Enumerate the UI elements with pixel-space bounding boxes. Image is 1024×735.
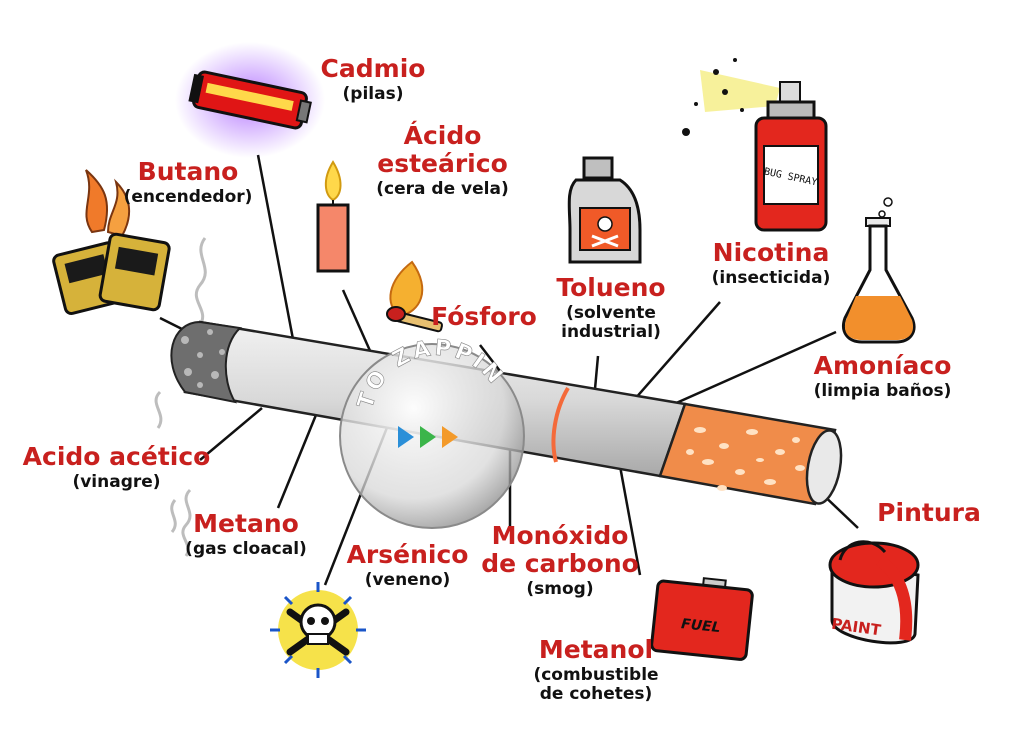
label-nicotina-name: Nicotina <box>712 238 830 267</box>
fuel-can-icon: FUEL <box>650 577 754 661</box>
label-acido-acetico-desc: (vinagre) <box>72 472 161 492</box>
play-arrow-orange <box>442 426 458 448</box>
paint-can-icon: PAINT <box>828 540 920 645</box>
label-nicotina-desc: (insecticida) <box>711 268 831 288</box>
label-cadmio-name: Cadmio <box>320 54 426 83</box>
label-arsenico: Arsénico (veneno) <box>340 541 475 590</box>
label-arsenico-name: Arsénico <box>346 540 469 569</box>
label-metano-name: Metano <box>193 509 299 538</box>
label-acido-estearico-name: Ácido esteárico <box>377 121 508 178</box>
label-cadmio-desc: (pilas) <box>342 84 404 104</box>
label-amoniaco: Amoníaco (limpia baños) <box>800 352 965 401</box>
label-acido-acetico: Acido acético (vinagre) <box>14 443 219 492</box>
label-tolueno-desc: (solvente industrial) <box>561 303 661 343</box>
label-monoxido-desc: (smog) <box>526 579 594 599</box>
lighters-icon <box>52 169 171 315</box>
label-metano: Metano (gas cloacal) <box>176 510 316 559</box>
flask-icon <box>842 197 916 344</box>
label-pintura-name: Pintura <box>877 498 981 527</box>
play-arrow-blue <box>398 426 414 448</box>
filter-speckles <box>686 427 805 491</box>
battery-icon <box>175 42 325 158</box>
label-nicotina: Nicotina (insecticida) <box>696 239 846 288</box>
label-metanol-name: Metanol <box>538 635 654 664</box>
match-icon <box>386 260 443 333</box>
label-metanol-desc: (combustible de cohetes) <box>533 665 659 705</box>
label-acido-acetico-name: Acido acético <box>22 442 211 471</box>
label-butano-name: Butano <box>137 157 239 186</box>
label-amoniaco-desc: (limpia baños) <box>813 381 952 401</box>
label-amoniaco-name: Amoníaco <box>813 351 952 380</box>
label-pintura: Pintura <box>872 499 986 527</box>
fuel-text: FUEL <box>680 616 721 636</box>
label-butano: Butano (encendedor) <box>108 158 268 207</box>
label-tolueno-name: Tolueno <box>556 273 666 302</box>
ash-texture <box>181 329 225 388</box>
label-monoxido-name: Monóxido de carbono <box>481 521 639 578</box>
ash-end <box>170 320 243 404</box>
label-arsenico-desc: (veneno) <box>364 570 451 590</box>
red-band <box>551 386 570 463</box>
bottle-icon <box>567 156 642 264</box>
label-acido-estearico-desc: (cera de vela) <box>376 179 509 199</box>
label-butano-desc: (encendedor) <box>123 187 253 207</box>
label-metano-desc: (gas cloacal) <box>185 539 307 559</box>
label-monoxido: Monóxido de carbono (smog) <box>480 522 640 599</box>
label-metanol: Metanol (combustible de cohetes) <box>516 636 676 704</box>
label-fosforo: Fósforo <box>424 303 544 331</box>
skull-icon <box>270 582 366 678</box>
label-cadmio: Cadmio (pilas) <box>308 55 438 104</box>
label-tolueno: Tolueno (solvente industrial) <box>546 274 676 342</box>
candle-icon <box>316 160 350 273</box>
label-fosforo-name: Fósforo <box>431 302 537 331</box>
smoke-wisps <box>154 237 207 557</box>
filter-end <box>805 429 843 505</box>
label-acido-estearico: Ácido esteárico (cera de vela) <box>360 122 525 199</box>
play-arrow-green <box>420 426 436 448</box>
bug-spray-icon: BUG SPRAY <box>682 58 828 232</box>
